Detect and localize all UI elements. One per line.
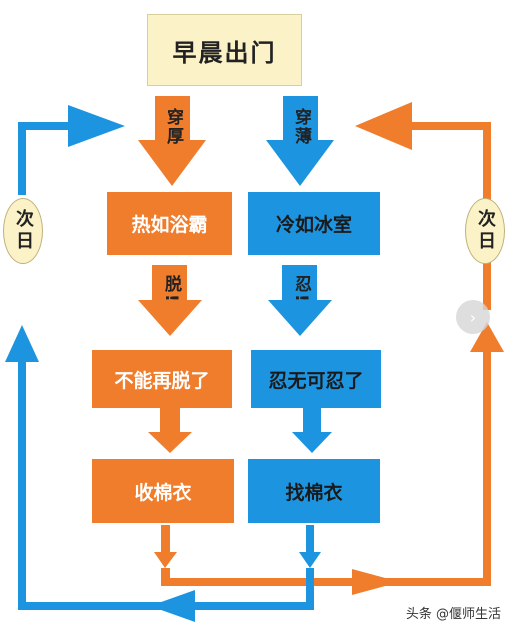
left-down-arrow-2: [138, 265, 202, 336]
start-box: 早晨出门: [147, 14, 302, 86]
next-day-right: 次日: [465, 198, 505, 264]
left-arrow-2-label: 脱!: [161, 275, 181, 304]
watermark: 头条 @偃师生活: [405, 607, 501, 622]
next-day-left: 次日: [3, 198, 43, 264]
right-down-arrow-3: [292, 407, 332, 453]
left-box-1: 热如浴霸: [107, 192, 232, 255]
left-arrow-1-label: 穿厚: [163, 108, 183, 146]
right-box-2: 忍无可忍了: [251, 350, 381, 408]
left-box-3: 收棉衣: [92, 459, 234, 523]
blue-loop: [5, 105, 321, 622]
right-box-3: 找棉衣: [248, 459, 380, 523]
left-down-arrow-3: [148, 407, 192, 453]
right-arrow-2-label: 忍!: [291, 275, 311, 304]
right-arrow-1-label: 穿薄: [291, 108, 311, 146]
right-down-arrow-1: [266, 96, 334, 186]
left-down-arrow-1: [138, 96, 206, 186]
left-box-2: 不能再脱了: [92, 350, 232, 408]
right-down-arrow-2: [268, 265, 332, 336]
right-box-1: 冷如冰室: [248, 192, 380, 255]
chevron-right-icon[interactable]: ›: [456, 300, 490, 334]
